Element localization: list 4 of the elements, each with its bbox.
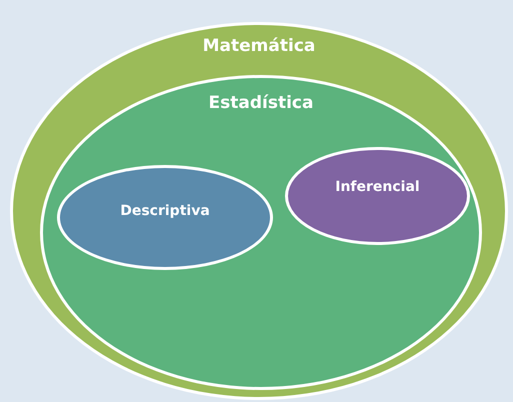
- ellipse-label: Matemática: [202, 36, 316, 56]
- ellipse-label: Descriptiva: [120, 203, 210, 219]
- ellipse-label: Estadística: [208, 93, 314, 113]
- ellipse-label: Inferencial: [335, 179, 420, 195]
